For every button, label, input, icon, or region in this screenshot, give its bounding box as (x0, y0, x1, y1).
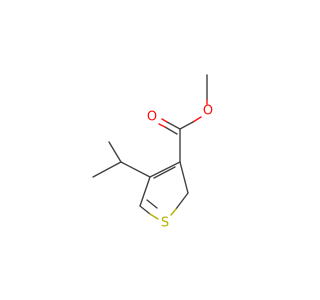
bond-c3-c4 (149, 161, 181, 178)
bond-c5-s (139, 205, 151, 215)
bond-ch-me2 (92, 161, 122, 178)
bond-c2-s-yellow (170, 208, 177, 216)
bond-oester-c-grey (179, 121, 194, 130)
bond-c5-inner (146, 199, 158, 209)
molecule-canvas: O O S (92, 74, 214, 231)
bond-c5-s-yellow (149, 213, 159, 220)
bond-co-double-b (164, 126, 178, 135)
bond-co-double-a-red (161, 118, 168, 123)
structure-diagram: O O S (92, 74, 213, 231)
atom-o-carbonyl: O (147, 110, 157, 125)
bond-c4-ch (120, 161, 151, 178)
bond-co-double-a (166, 121, 181, 130)
bond-c2-s (175, 192, 189, 210)
bond-ch-me1 (108, 141, 122, 163)
bond-oester-c (192, 116, 202, 123)
bond-c4-c5 (139, 176, 151, 207)
bond-c3-c2 (179, 161, 189, 194)
atom-s-ring: S (161, 216, 169, 231)
atom-o-ester: O (203, 104, 213, 119)
bond-co-double-b-red (158, 123, 166, 128)
bond-c3-c4-inner (153, 166, 176, 179)
